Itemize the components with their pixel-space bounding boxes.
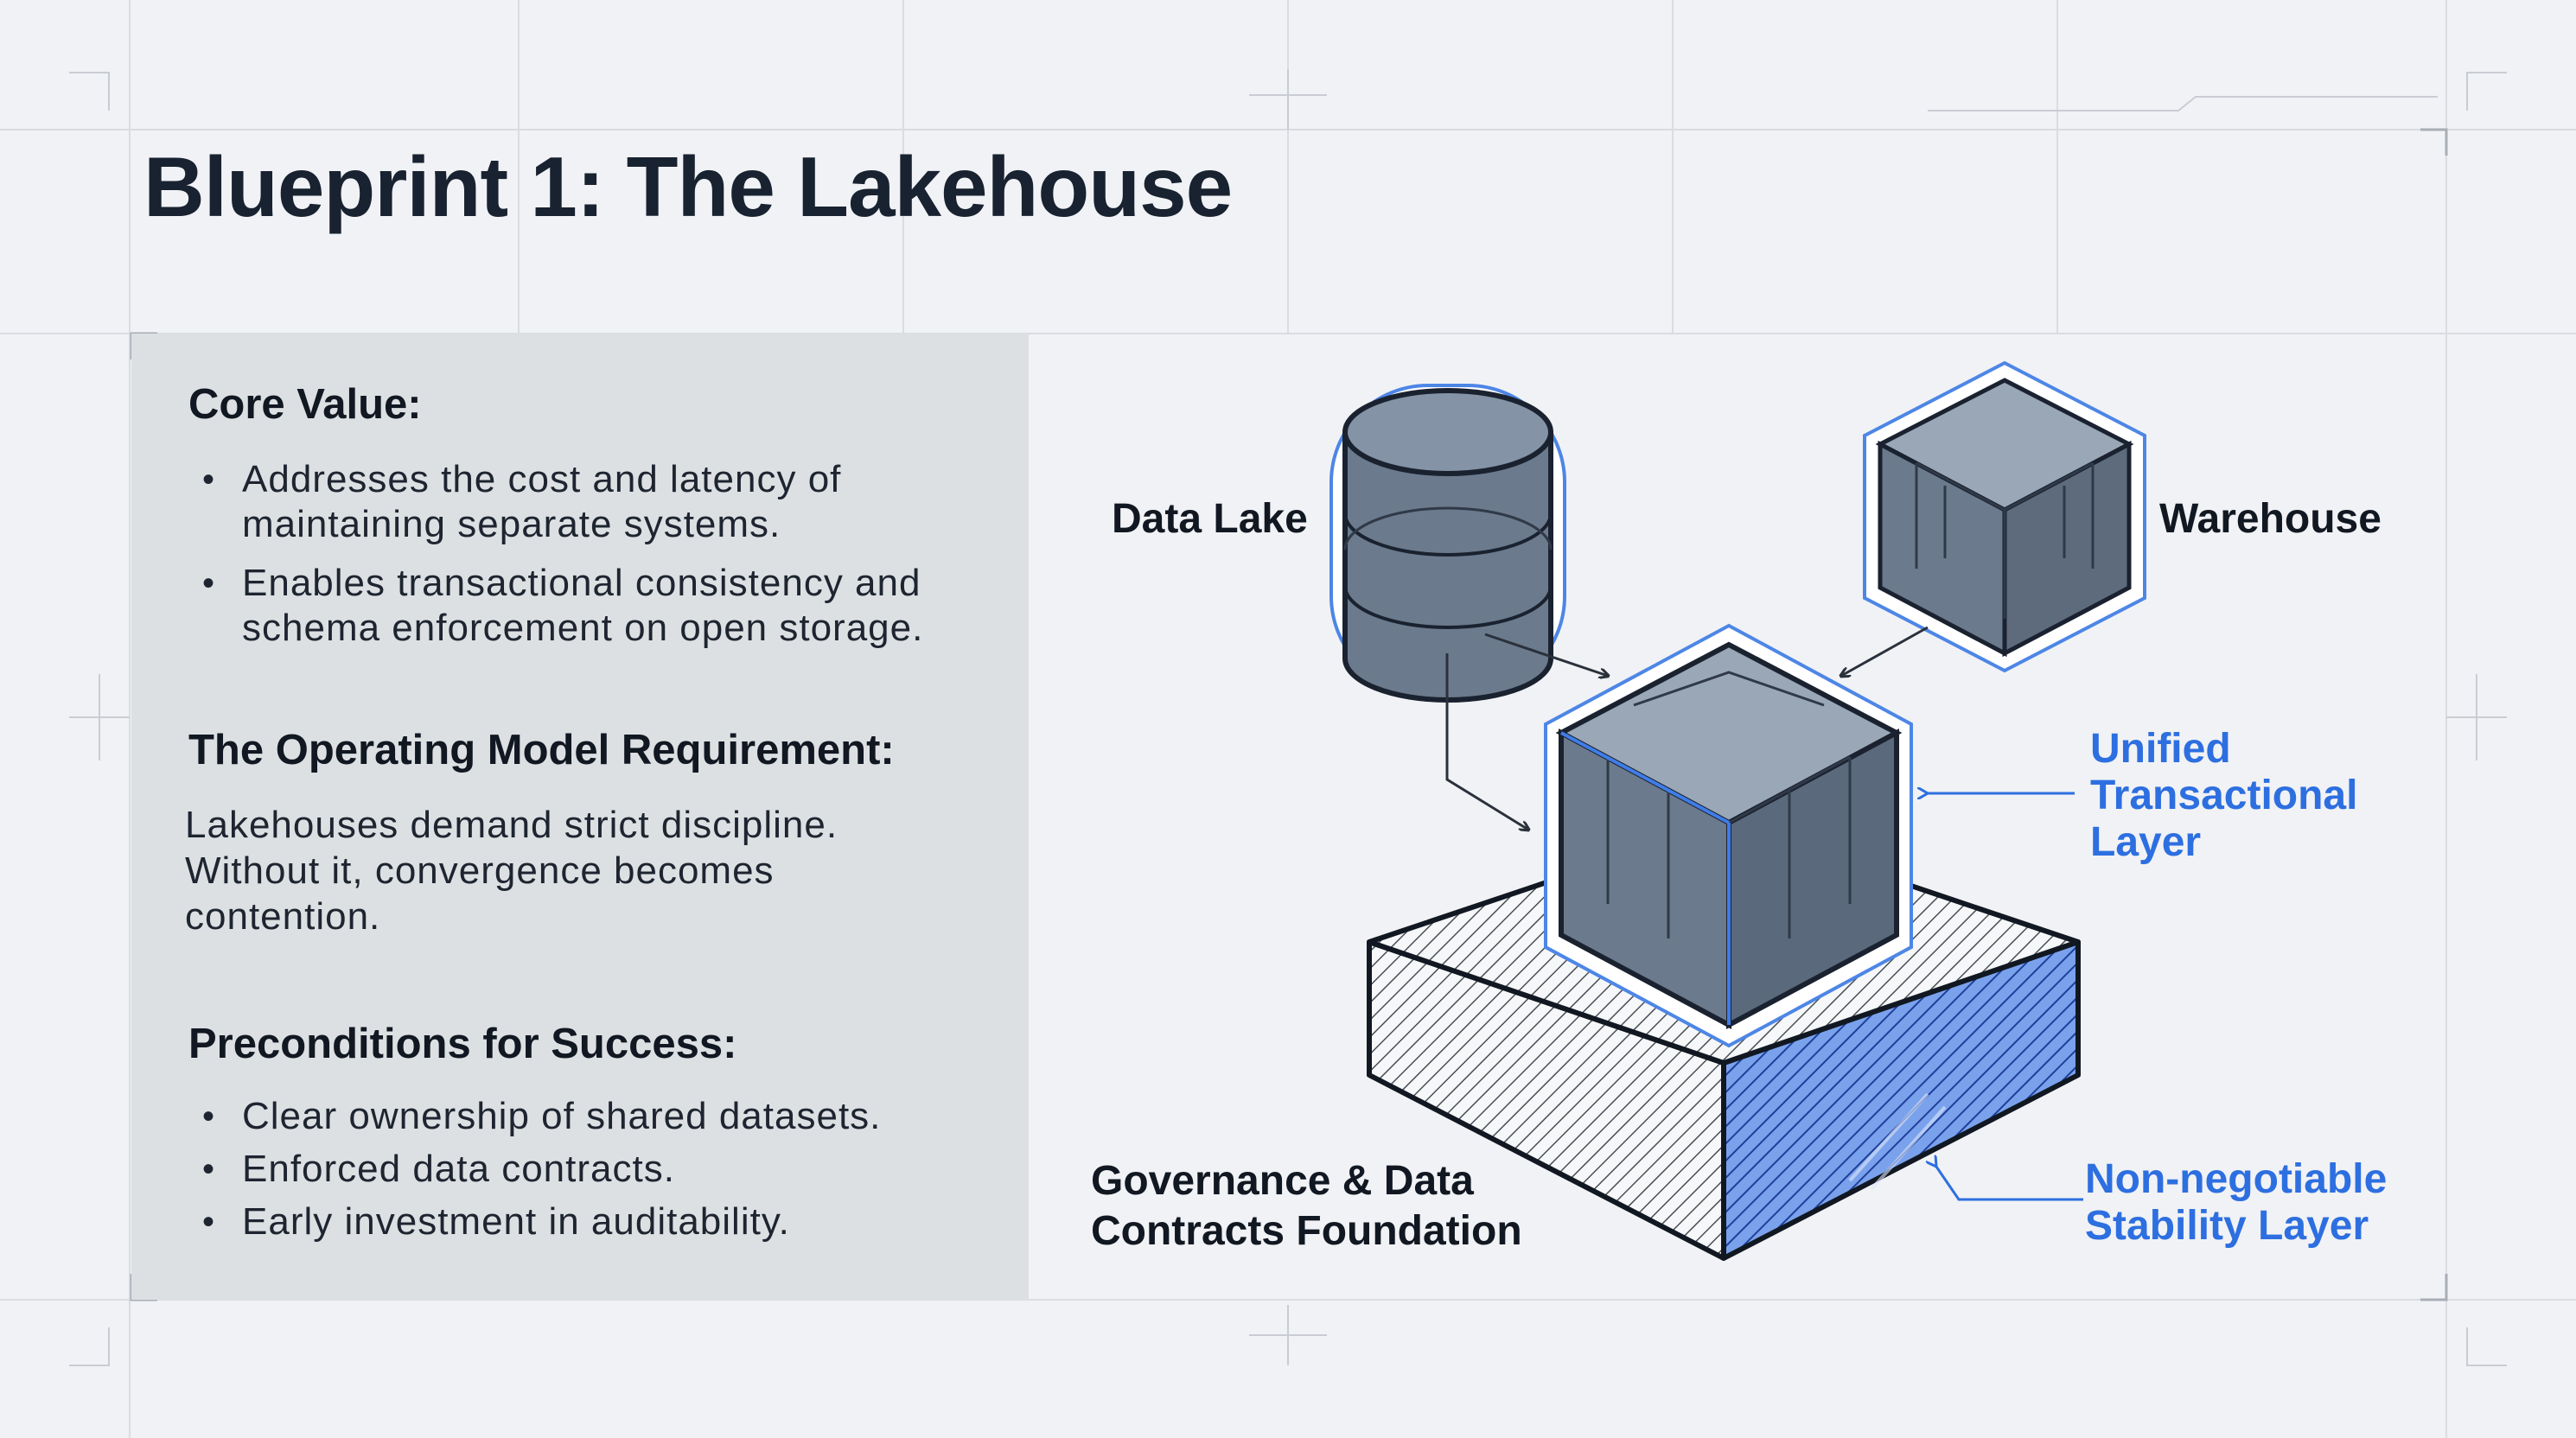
preconditions-list: Clear ownership of shared datasets. Enfo… [188,1094,881,1244]
stability-layer-label: Non-negotiable Stability Layer [2085,1156,2399,1249]
unified-layer-label: Unified Transactional Layer [2090,726,2369,865]
preconditions-heading: Preconditions for Success: [188,1021,737,1067]
foundation-label: Governance & Data Contracts Foundation [1091,1158,1522,1254]
preconditions-bullet: Clear ownership of shared datasets. [188,1094,881,1139]
core-value-heading: Core Value: [188,381,422,428]
preconditions-bullet: Early investment in auditability. [188,1199,881,1244]
flow-arrows [1445,626,2083,1201]
page-title: Blueprint 1: The Lakehouse [143,139,1233,234]
core-value-bullet: Enables transactional consistency and sc… [188,561,923,651]
warehouse-icon [1863,360,2146,673]
preconditions-bullet: Enforced data contracts. [188,1147,881,1192]
data-lake-icon [1329,384,1566,703]
data-lake-label: Data Lake [1112,496,1308,542]
core-value-list: Addresses the cost and latency of mainta… [188,457,923,651]
operating-model-heading: The Operating Model Requirement: [188,727,895,773]
unified-transactional-cube [1544,623,1913,1048]
operating-model-text: Lakehouses demand strict discipline. Wit… [185,804,838,938]
warehouse-label: Warehouse [2159,496,2382,542]
lakehouse-diagram: Data Lake Warehouse Unified Transactiona… [1091,360,2399,1261]
core-value-bullet: Addresses the cost and latency of mainta… [188,457,923,547]
